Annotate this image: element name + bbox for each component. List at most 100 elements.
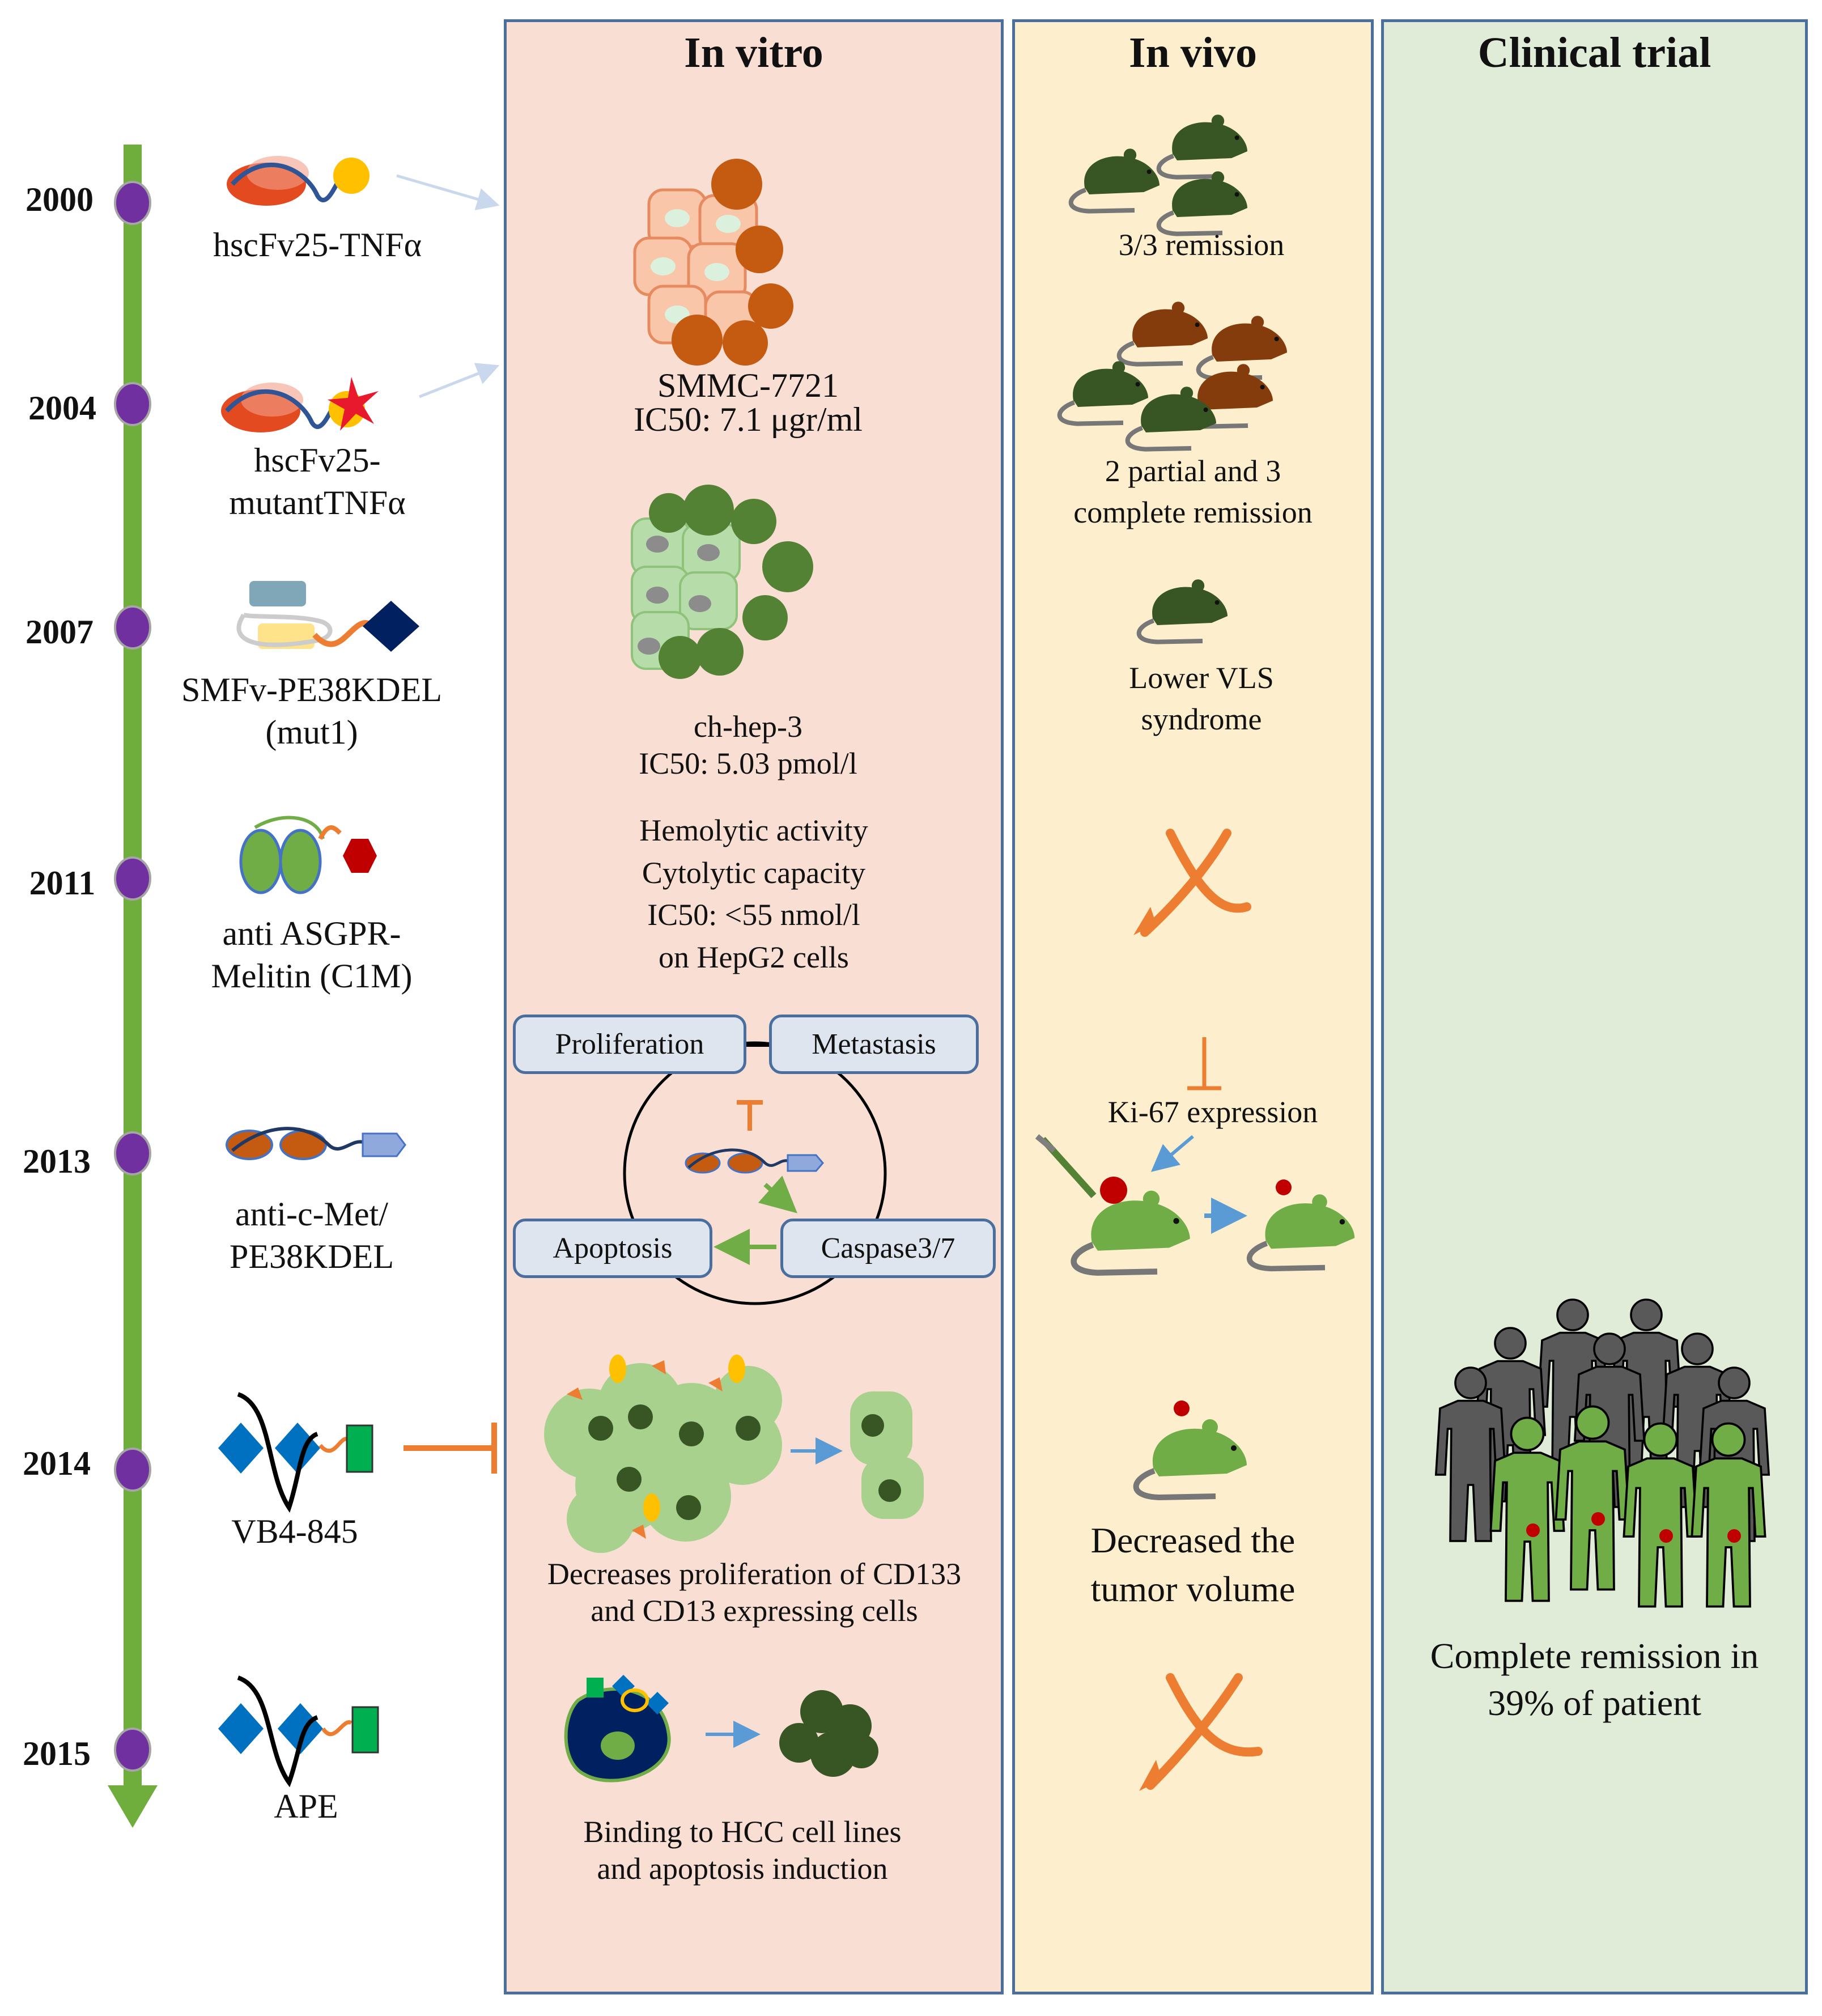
mice-group-2004-icon xyxy=(1060,302,1287,449)
smmc-7721-ic50: IC50: 7.1 μgr/ml xyxy=(634,401,863,438)
year-2013: 2013 xyxy=(23,1143,91,1180)
drug-label-2007-line2: (mut1) xyxy=(265,714,358,751)
pathway-molecule-icon xyxy=(685,1148,824,1174)
clinical-result-text: Complete remission in 39% of patient xyxy=(1383,1632,1806,1726)
mouse-2014-icon xyxy=(1136,1400,1247,1497)
vb4-result-line2: and CD13 expressing cells xyxy=(591,1593,918,1628)
ch-hep-3-ic50: IC50: 5.03 pmol/l xyxy=(639,746,857,780)
apoptosis-box: Apoptosis xyxy=(513,1219,712,1278)
drug-label-2013-line2: PE38KDEL xyxy=(230,1238,394,1275)
smfv-pe38kdel-molecule-icon xyxy=(236,581,419,652)
drug-label-2013: anti-c-Met/ PE38KDEL xyxy=(187,1193,436,1278)
drug-label-2004: hscFv25- mutantTNFα xyxy=(193,439,442,524)
drug-label-2004-line1: hscFv25- xyxy=(254,442,381,479)
timeline-dot xyxy=(114,382,151,426)
timeline-dot xyxy=(114,1131,151,1175)
in-vitro-header: In vitro xyxy=(684,29,823,77)
cytolytic-capacity-text: Cytolytic capacity xyxy=(642,855,866,890)
drug-label-2011-line1: anti ASGPR- xyxy=(222,915,401,952)
clinical-result-line2: 39% of patient xyxy=(1488,1683,1701,1724)
hemolytic-activity-text: Hemolytic activity xyxy=(639,813,868,847)
ape-hcc-cell-icon xyxy=(564,1675,671,1782)
remission-2000-text: 3/3 remission xyxy=(1118,228,1285,262)
remission-2004-line1: 2 partial and 3 xyxy=(1105,454,1281,488)
drug-label-2007-line1: SMFv-PE38KDEL xyxy=(181,671,443,708)
proliferation-box: Proliferation xyxy=(513,1015,746,1074)
recovered-mouse-icon xyxy=(1250,1179,1355,1268)
vb4-reduced-cells-icon xyxy=(850,1391,924,1519)
drug-label-2007: SMFv-PE38KDEL (mut1) xyxy=(164,669,459,754)
arrow-2004-to-smmc xyxy=(419,363,500,398)
vls-line1: Lower VLS xyxy=(1129,661,1274,695)
arrow-2000-to-smmc xyxy=(396,174,500,210)
in-vivo-panel xyxy=(1012,19,1374,1994)
arrow-to-caspase xyxy=(758,1175,797,1213)
drug-label-2013-line1: anti-c-Met/ xyxy=(235,1195,388,1233)
ape-molecule-icon xyxy=(218,1675,379,1788)
timeline-dot xyxy=(114,605,151,650)
year-2014: 2014 xyxy=(23,1445,91,1482)
remission-2004-text: 2 partial and 3 complete remission xyxy=(1017,451,1369,533)
clinical-result-line1: Complete remission in xyxy=(1430,1636,1759,1676)
vb4-result-line1: Decreases proliferation of CD133 xyxy=(547,1557,962,1591)
smmc-7721-cell-cluster-icon xyxy=(633,159,793,366)
c1m-molecule-icon xyxy=(239,816,377,894)
no-data-cross-2011 xyxy=(1133,829,1251,937)
patient-crowd-icon xyxy=(1435,1298,1770,1608)
timeline-arrowhead xyxy=(108,1785,158,1828)
caspase-box: Caspase3/7 xyxy=(780,1219,996,1278)
timeline-dot xyxy=(114,856,151,901)
pathway-circle xyxy=(623,1041,887,1305)
drug-label-2004-line2: mutantTNFα xyxy=(229,484,406,521)
mice-group-2000-icon xyxy=(1071,114,1247,234)
drug-label-2011: anti ASGPR- Melitin (C1M) xyxy=(181,912,442,998)
c1m-ic50-text: IC50: <55 nmol/l xyxy=(647,898,860,932)
drug-label-2000: hscFv25-TNFα xyxy=(213,226,422,264)
ki67-inhibition-mark xyxy=(1187,1037,1221,1090)
tumor-volume-line2: tumor volume xyxy=(1090,1569,1296,1610)
anti-c-met-molecule-icon xyxy=(226,1127,406,1160)
smmc-7721-label: SMMC-7721 IC50: 7.1 μgr/ml xyxy=(578,368,918,436)
hscfv25-tnf-molecule-icon xyxy=(227,156,370,206)
vb4-in-vitro-result: Decreases proliferation of CD133 and CD1… xyxy=(510,1556,999,1629)
tumor-volume-text: Decreased the tumor volume xyxy=(1014,1516,1371,1614)
proliferation-metastasis-connector xyxy=(746,1044,769,1047)
ki67-expression-text: Ki-67 expression xyxy=(1107,1095,1318,1129)
ch-hep-3-name: ch-hep-3 xyxy=(694,710,802,744)
ape-in-vitro-result: Binding to HCC cell lines and apoptosis … xyxy=(521,1814,963,1887)
vls-line2: syndrome xyxy=(1141,702,1262,736)
metastasis-box: Metastasis xyxy=(769,1015,979,1074)
drug-label-2015: APE xyxy=(274,1788,338,1825)
clinical-trial-panel xyxy=(1381,19,1808,1994)
timeline-dot xyxy=(114,1728,151,1772)
hepg2-cells-text: on HepG2 cells xyxy=(659,940,849,974)
year-2004: 2004 xyxy=(28,389,96,427)
timeline-dot xyxy=(114,1448,151,1492)
vb4-845-molecule-icon xyxy=(218,1392,373,1513)
ki67-arrow xyxy=(1150,1135,1194,1172)
no-data-cross-2015 xyxy=(1139,1673,1263,1791)
clinical-trial-header: Clinical trial xyxy=(1477,29,1711,77)
in-vivo-header: In vivo xyxy=(1129,29,1257,77)
year-2011: 2011 xyxy=(29,864,96,902)
year-2007: 2007 xyxy=(26,613,94,651)
drug-label-2014: VB4-845 xyxy=(231,1513,358,1550)
vls-syndrome-text: Lower VLS syndrome xyxy=(1031,657,1371,740)
remission-2004-line2: complete remission xyxy=(1073,495,1313,529)
ch-hep-3-label: ch-hep-3 IC50: 5.03 pmol/l xyxy=(578,708,918,782)
drug-label-2011-line2: Melitin (C1M) xyxy=(211,957,413,995)
hscfv25-mutant-tnf-molecule-icon xyxy=(221,377,379,432)
timeline-dot xyxy=(114,181,151,225)
mouse-2007-icon xyxy=(1139,579,1228,642)
year-2015: 2015 xyxy=(23,1735,91,1772)
ape-result-line1: Binding to HCC cell lines xyxy=(583,1815,902,1849)
ape-result-line2: and apoptosis induction xyxy=(597,1851,888,1886)
ape-apoptotic-cell-icon xyxy=(779,1690,878,1777)
smmc-7721-name: SMMC-7721 xyxy=(657,367,839,404)
c1m-in-vitro-results: Hemolytic activity Cytolytic capacity IC… xyxy=(561,809,946,978)
pathway-inhibition-mark xyxy=(737,1100,763,1131)
vb4-cd133-cells-icon xyxy=(544,1355,782,1553)
treated-mouse-icon xyxy=(1035,1134,1190,1273)
